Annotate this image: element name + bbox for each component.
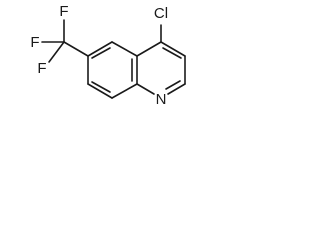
bond-c2-n1-inner (165, 80, 181, 90)
fluorine-atom-label-left: F (30, 34, 39, 51)
bond-c5-c6 (87, 41, 113, 57)
bond-c4-c3-inner (162, 47, 182, 59)
bond-c6-cf3 (63, 41, 89, 57)
fluorine-atom-label-top: F (59, 3, 68, 20)
bond-c4-c3 (160, 41, 186, 57)
bond-lines (41, 19, 186, 99)
atom-labels: Cl N F F F (30, 3, 168, 108)
fluorine-atom-label-bottom: F (37, 60, 46, 77)
chlorine-atom-label: Cl (154, 5, 168, 22)
bond-c2-n1 (167, 83, 186, 95)
nitrogen-atom-label: N (156, 91, 167, 108)
bond-c7-c8 (87, 83, 113, 99)
bond-n1-c8a (136, 83, 155, 95)
bond-c7-c8-inner (91, 81, 111, 93)
bond-c4a-c5 (111, 41, 138, 57)
bond-cf3-f-bottom (48, 41, 65, 63)
bond-c8-c8a (111, 83, 138, 99)
bond-c4a-c4 (136, 41, 162, 57)
chemical-structure: Cl N F F F (30, 3, 186, 108)
bond-c5-c6-inner (91, 47, 111, 59)
